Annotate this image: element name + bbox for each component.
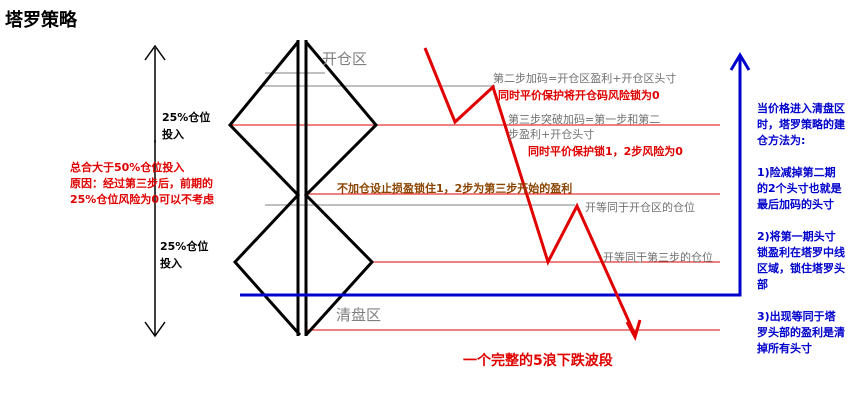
- bottom-position-label: 25%仓位投入: [160, 238, 208, 272]
- method-intro: 当价格进入清盘区时，塔罗策略的建仓方法为:: [757, 102, 845, 147]
- clear-zone-blue-line: [240, 52, 751, 297]
- price-wave-path: [423, 47, 642, 341]
- note-line: 25%仓位风险为0可以不考虑: [70, 193, 214, 206]
- step3-note-a: 第三步突破加码=第一步和第二: [508, 113, 661, 126]
- wave-caption: 一个完整的5浪下跌波段: [463, 353, 613, 369]
- total-position-note: 总合大于50%仓位投入 原因：经过第三步后，前期的 25%仓位风险为0可以不考虑: [70, 160, 214, 208]
- clear-zone-label: 清盘区: [336, 306, 382, 324]
- step3-protect-note: 同时平价保护锁1，2步风险为0: [528, 145, 683, 158]
- top-position-label: 25%仓位投入: [162, 109, 210, 143]
- label-line: 投入: [162, 128, 184, 141]
- no-add-note: 不加仓设止损盈锁住1，2步为第三步开始的盈利: [337, 182, 573, 195]
- open-zone-label: 开仓区: [322, 50, 368, 68]
- note-line: 总合大于50%仓位投入: [70, 161, 185, 174]
- method-step-3: 3)出现等同于塔罗头部的盈利是清掉所有头寸: [757, 310, 845, 355]
- open-equal-note-1: 开等同于开仓区的仓位: [585, 201, 695, 214]
- clear-zone-method: 当价格进入清盘区时，塔罗策略的建仓方法为: 1)险减掉第二期的2个头寸也就是最后…: [757, 101, 845, 357]
- open-equal-note-2: 开等同于第三步的仓位: [603, 251, 713, 264]
- note-line: 原因：经过第三步后，前期的: [70, 177, 213, 190]
- step2-protect-note: 同时平价保护将开仓码风险锁为0: [498, 89, 660, 102]
- method-step-2: 2)将第一期头寸锁盈利在塔罗中线区域，锁住塔罗头部: [757, 230, 845, 291]
- label-line: 25%仓位: [160, 240, 209, 253]
- left-range-arrow: [144, 44, 166, 338]
- method-step-1: 1)险减掉第二期的2个头寸也就是最后加码的头寸: [757, 166, 842, 211]
- label-line: 投入: [160, 257, 182, 270]
- step3-note-b: 步盈利+开仓头寸: [508, 128, 595, 141]
- page-title: 塔罗策略: [5, 10, 77, 31]
- label-line: 25%仓位: [162, 111, 211, 124]
- step2-note: 第二步加码=开仓区盈利+开仓区头寸: [493, 72, 677, 85]
- tarot-diamonds: [227, 40, 379, 337]
